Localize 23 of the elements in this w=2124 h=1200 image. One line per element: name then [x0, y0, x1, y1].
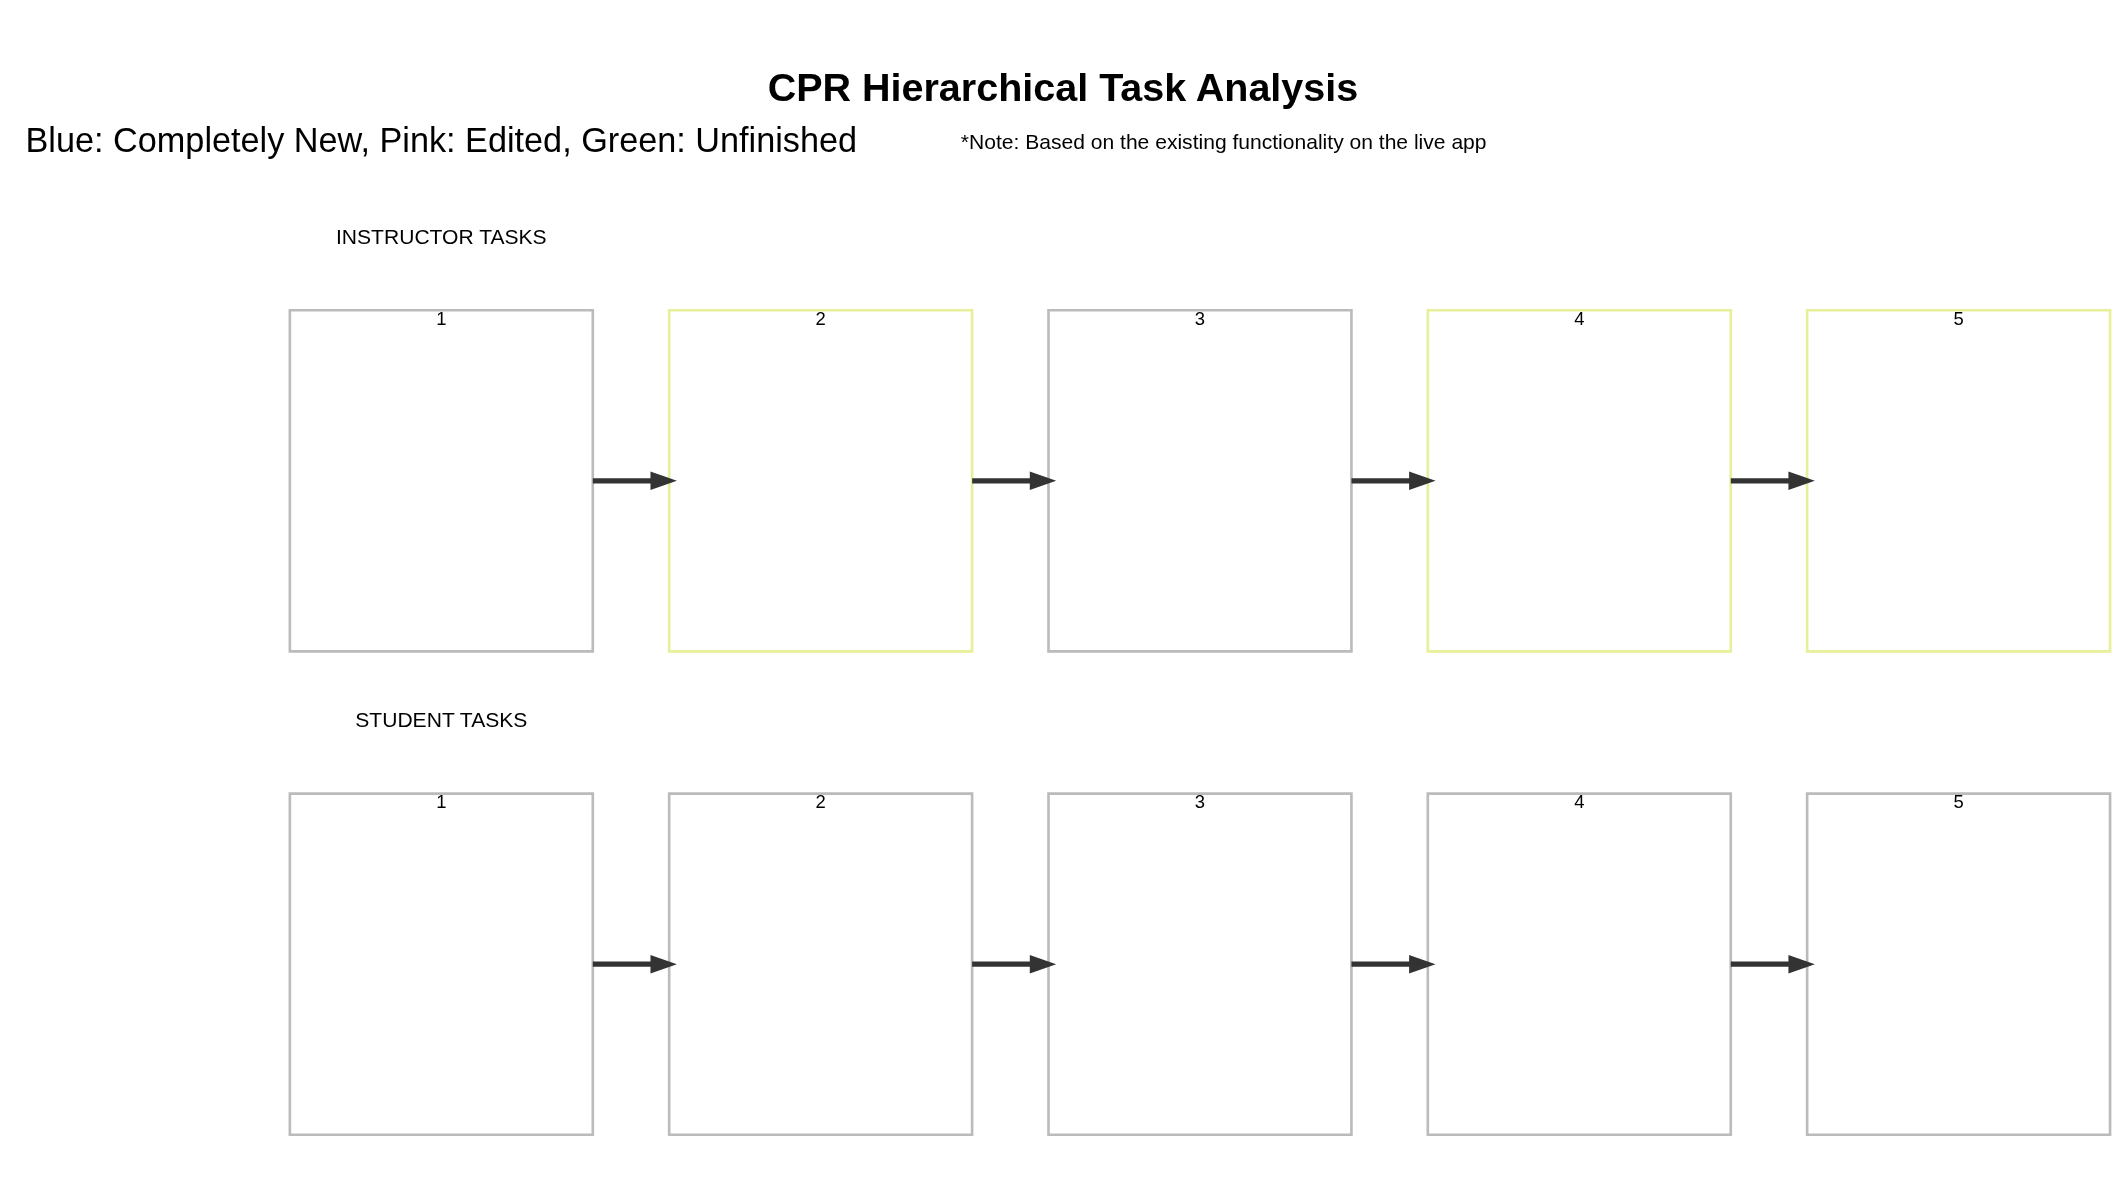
node-box: 4	[1426, 792, 1733, 1137]
diagram-title: CPR Hierarchical Task Analysis	[767, 64, 1359, 109]
node-box: 1	[288, 792, 595, 1137]
arrow	[1351, 954, 1436, 974]
arrow	[1730, 954, 1815, 974]
label: *Note: Based on the existing functionality on the live app	[960, 129, 1487, 153]
node-box: 5	[1805, 308, 2112, 653]
arrow	[1730, 471, 1815, 491]
node-box: 2	[667, 792, 974, 1137]
arrow	[1351, 471, 1436, 491]
arrow	[592, 954, 677, 974]
node-box: 3	[1047, 792, 1353, 1137]
node-box: 2	[667, 308, 974, 653]
arrow	[972, 471, 1057, 491]
node-box: 4	[1426, 308, 1733, 653]
label: Blue: Completely New, Pink: Edited, Green: Unfinished	[25, 120, 858, 159]
node-box: 3	[1047, 308, 1353, 653]
node-box: 1	[288, 308, 595, 653]
arrow	[972, 954, 1057, 974]
node-box: 5	[1805, 792, 2112, 1137]
label: INSTRUCTOR TASKS	[336, 225, 547, 249]
label: STUDENT TASKS	[355, 708, 528, 732]
arrow	[592, 471, 677, 491]
